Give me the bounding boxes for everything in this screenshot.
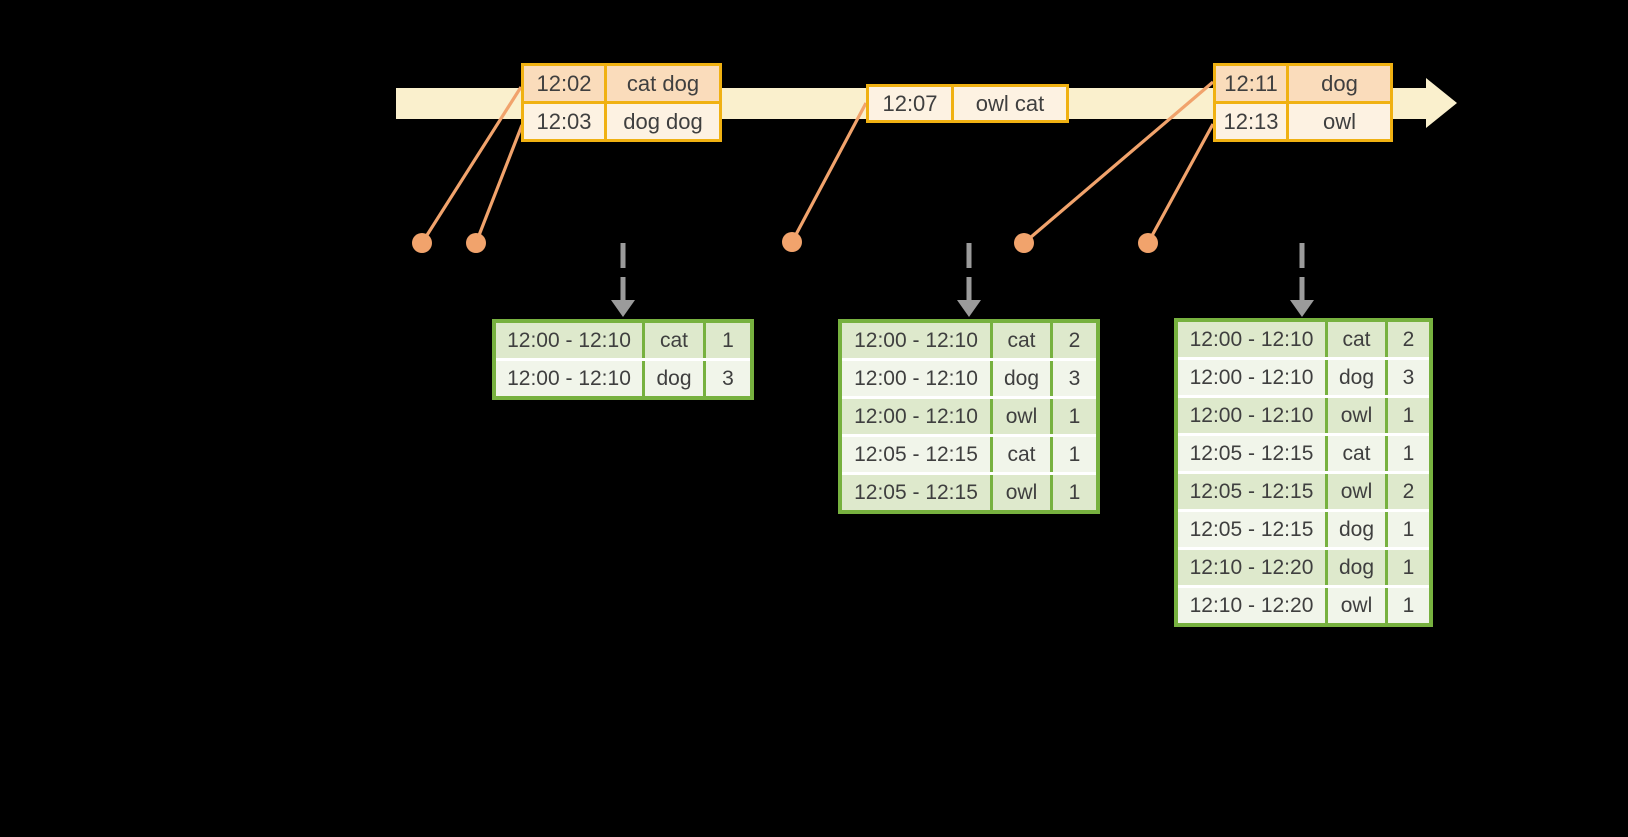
- event-row: 12:13 owl: [1216, 104, 1390, 139]
- result-row: 12:00 - 12:10 dog 3: [842, 361, 1096, 396]
- event-dot: [412, 233, 432, 253]
- result-row: 12:00 - 12:10 cat 2: [842, 323, 1096, 358]
- result-count-cell: 1: [1385, 550, 1429, 585]
- result-word-cell: cat: [990, 323, 1050, 358]
- event-row: 12:03 dog dog: [524, 104, 719, 139]
- result-word-cell: dog: [642, 361, 703, 396]
- event-dot: [466, 233, 486, 253]
- result-word-cell: cat: [990, 437, 1050, 472]
- result-count-cell: 1: [1385, 436, 1429, 471]
- result-count-cell: 2: [1385, 474, 1429, 509]
- result-window-cell: 12:05 - 12:15: [1178, 512, 1325, 547]
- result-count-cell: 1: [703, 323, 750, 358]
- result-row: 12:10 - 12:20 owl 1: [1178, 588, 1429, 623]
- result-window-cell: 12:10 - 12:20: [1178, 550, 1325, 585]
- result-word-cell: dog: [1325, 360, 1385, 395]
- result-table-3: 12:00 - 12:10 cat 2 12:00 - 12:10 dog 3 …: [1174, 318, 1433, 627]
- result-window-cell: 12:05 - 12:15: [1178, 474, 1325, 509]
- result-row: 12:00 - 12:10 cat 2: [1178, 322, 1429, 357]
- trigger-arrow-icon: [957, 300, 981, 317]
- result-row: 12:05 - 12:15 owl 1: [842, 475, 1096, 510]
- event-table-2: 12:07 owl cat: [866, 84, 1069, 123]
- event-table-3: 12:11 dog 12:13 owl: [1213, 63, 1393, 142]
- result-row: 12:00 - 12:10 dog 3: [1178, 360, 1429, 395]
- event-words-cell: dog dog: [604, 104, 719, 139]
- result-window-cell: 12:00 - 12:10: [1178, 322, 1325, 357]
- result-word-cell: owl: [990, 399, 1050, 434]
- trigger-arrow-icon: [1290, 300, 1314, 317]
- trigger-arrow-icon: [611, 300, 635, 317]
- result-table-2: 12:00 - 12:10 cat 2 12:00 - 12:10 dog 3 …: [838, 319, 1100, 514]
- result-window-cell: 12:00 - 12:10: [1178, 398, 1325, 433]
- event-time-cell: 12:13: [1216, 104, 1286, 139]
- result-count-cell: 2: [1385, 322, 1429, 357]
- result-word-cell: dog: [1325, 512, 1385, 547]
- event-dot: [782, 232, 802, 252]
- result-row: 12:00 - 12:10 owl 1: [842, 399, 1096, 434]
- event-time-cell: 12:03: [524, 104, 604, 139]
- event-words-cell: cat dog: [604, 66, 719, 101]
- timeline-arrowhead-icon: [1426, 78, 1457, 128]
- result-count-cell: 1: [1385, 398, 1429, 433]
- result-row: 12:05 - 12:15 owl 2: [1178, 474, 1429, 509]
- result-count-cell: 3: [1050, 361, 1096, 396]
- event-words-cell: owl: [1286, 104, 1390, 139]
- result-window-cell: 12:00 - 12:10: [1178, 360, 1325, 395]
- result-count-cell: 3: [1385, 360, 1429, 395]
- result-row: 12:00 - 12:10 owl 1: [1178, 398, 1429, 433]
- event-table-1: 12:02 cat dog 12:03 dog dog: [521, 63, 722, 142]
- result-row: 12:05 - 12:15 cat 1: [842, 437, 1096, 472]
- result-word-cell: owl: [1325, 398, 1385, 433]
- result-count-cell: 1: [1050, 437, 1096, 472]
- result-window-cell: 12:05 - 12:15: [842, 437, 990, 472]
- event-connector-line: [790, 102, 868, 243]
- result-window-cell: 12:00 - 12:10: [842, 361, 990, 396]
- result-word-cell: cat: [1325, 436, 1385, 471]
- result-window-cell: 12:05 - 12:15: [1178, 436, 1325, 471]
- result-count-cell: 3: [703, 361, 750, 396]
- event-dot: [1014, 233, 1034, 253]
- result-window-cell: 12:00 - 12:10: [496, 361, 642, 396]
- result-row: 12:00 - 12:10 dog 3: [496, 361, 750, 396]
- result-word-cell: owl: [1325, 588, 1385, 623]
- event-time-cell: 12:07: [869, 87, 951, 120]
- result-word-cell: dog: [1325, 550, 1385, 585]
- event-row: 12:07 owl cat: [869, 87, 1066, 120]
- result-row: 12:10 - 12:20 dog 1: [1178, 550, 1429, 585]
- event-words-cell: owl cat: [951, 87, 1066, 120]
- event-connector-line: [1022, 80, 1215, 245]
- result-window-cell: 12:10 - 12:20: [1178, 588, 1325, 623]
- event-connector-line: [420, 86, 523, 244]
- result-word-cell: owl: [1325, 474, 1385, 509]
- result-count-cell: 1: [1050, 475, 1096, 510]
- event-connector-line: [1146, 123, 1215, 244]
- result-word-cell: dog: [990, 361, 1050, 396]
- result-count-cell: 1: [1050, 399, 1096, 434]
- result-row: 12:05 - 12:15 cat 1: [1178, 436, 1429, 471]
- result-word-cell: owl: [990, 475, 1050, 510]
- result-table-1: 12:00 - 12:10 cat 1 12:00 - 12:10 dog 3: [492, 319, 754, 400]
- result-row: 12:00 - 12:10 cat 1: [496, 323, 750, 358]
- result-word-cell: cat: [1325, 322, 1385, 357]
- result-count-cell: 1: [1385, 588, 1429, 623]
- result-window-cell: 12:00 - 12:10: [496, 323, 642, 358]
- event-dot: [1138, 233, 1158, 253]
- result-row: 12:05 - 12:15 dog 1: [1178, 512, 1429, 547]
- result-window-cell: 12:00 - 12:10: [842, 323, 990, 358]
- result-count-cell: 1: [1385, 512, 1429, 547]
- event-time-cell: 12:02: [524, 66, 604, 101]
- event-row: 12:02 cat dog: [524, 66, 719, 101]
- result-word-cell: cat: [642, 323, 703, 358]
- event-row: 12:11 dog: [1216, 66, 1390, 101]
- event-connector-line: [474, 124, 524, 244]
- event-time-cell: 12:11: [1216, 66, 1286, 101]
- event-words-cell: dog: [1286, 66, 1390, 101]
- result-window-cell: 12:05 - 12:15: [842, 475, 990, 510]
- result-window-cell: 12:00 - 12:10: [842, 399, 990, 434]
- result-count-cell: 2: [1050, 323, 1096, 358]
